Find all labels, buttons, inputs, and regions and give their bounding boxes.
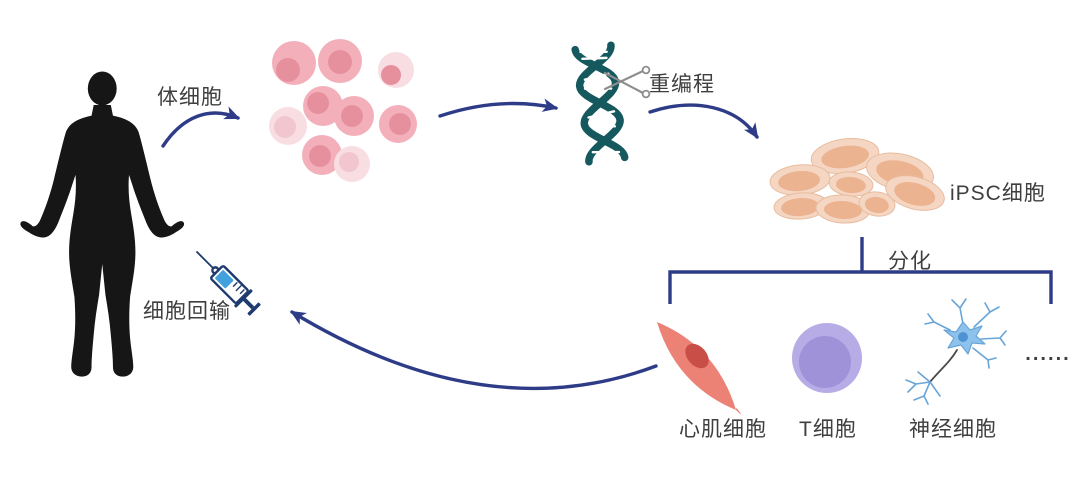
- label-somatic-cells: 体细胞: [157, 86, 223, 109]
- more-cell-types-ellipsis: ......: [1025, 345, 1071, 364]
- scissors-icon: [603, 65, 651, 99]
- syringe-icon: [196, 251, 261, 316]
- arrow-dna-to-ipsc: [648, 103, 759, 139]
- neuron-cell: [905, 298, 1007, 405]
- label-t-cell: T细胞: [799, 418, 857, 441]
- human-silhouette-icon: [20, 71, 185, 377]
- label-neuron: 神经细胞: [909, 418, 997, 441]
- label-ipsc-cells: iPSC细胞: [950, 182, 1046, 205]
- arrow-cells-to-reinfusion: [290, 310, 658, 391]
- dna-helix-icon: [571, 41, 629, 166]
- label-differentiation: 分化: [888, 250, 932, 273]
- arrow-body-to-somatic-cells: [161, 106, 241, 148]
- differentiation-branch-lines: [668, 237, 1053, 304]
- arrow-somatic-to-dna: [438, 98, 559, 118]
- label-cell-reinfusion: 细胞回输: [143, 300, 231, 323]
- label-reprogramming: 重编程: [649, 73, 715, 96]
- ipsc-cell-cluster: [769, 138, 945, 224]
- somatic-cell-cluster: [269, 39, 417, 182]
- label-cardiomyocyte: 心肌细胞: [679, 418, 767, 441]
- t-cell: [792, 323, 862, 393]
- cardiomyocyte-cell: [657, 322, 742, 415]
